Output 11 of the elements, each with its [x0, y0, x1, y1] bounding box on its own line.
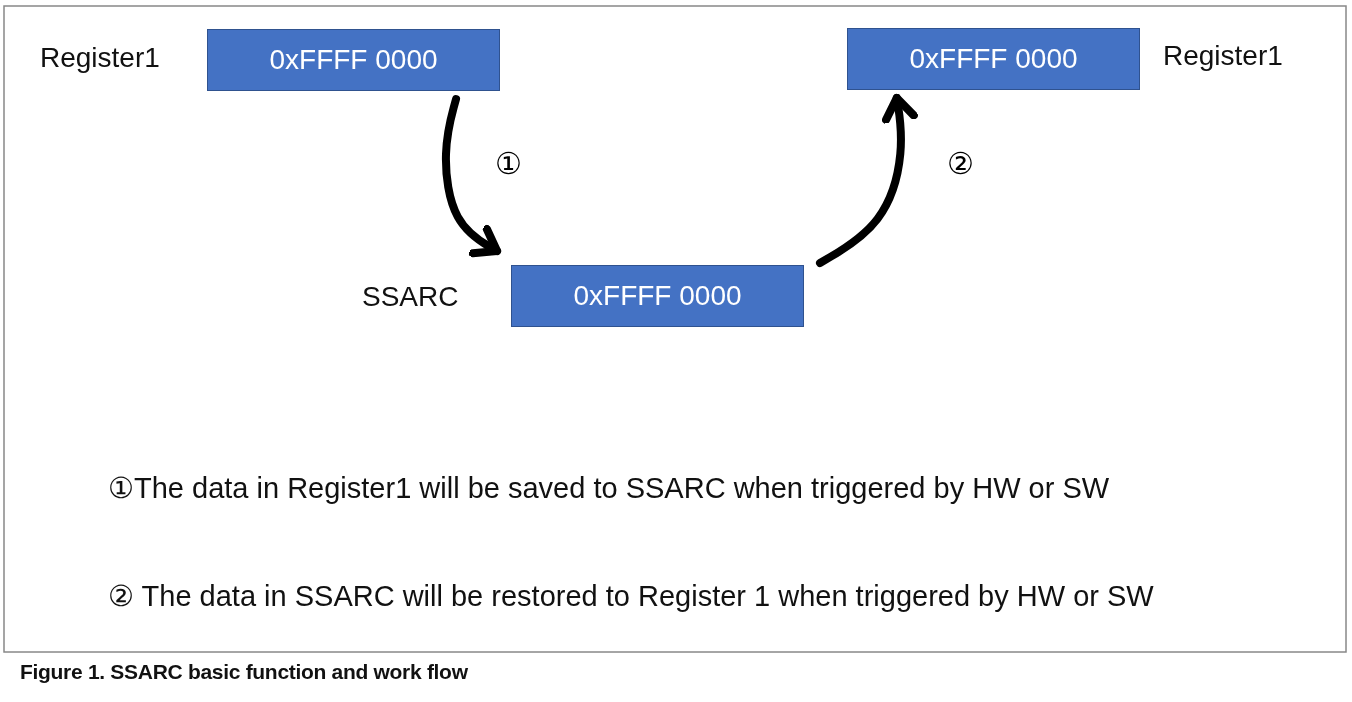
curved-arrow [816, 93, 918, 267]
register-box: 0xFFFF 0000 [207, 29, 500, 91]
register-box: 0xFFFF 0000 [511, 265, 804, 327]
register-name: Register1 [1163, 40, 1283, 72]
step-note: ①The data in Register1 will be saved to SSARC when triggered by HW or SW [108, 471, 1110, 505]
step-note: ② The data in SSARC will be restored to Register 1 when triggered by HW or SW [108, 579, 1154, 613]
register-box: 0xFFFF 0000 [847, 28, 1140, 90]
figure-caption: Figure 1. SSARC basic function and work flow [20, 660, 468, 684]
register-name: Register1 [40, 42, 160, 74]
curved-arrow [441, 95, 502, 258]
register-name: SSARC [362, 281, 459, 313]
